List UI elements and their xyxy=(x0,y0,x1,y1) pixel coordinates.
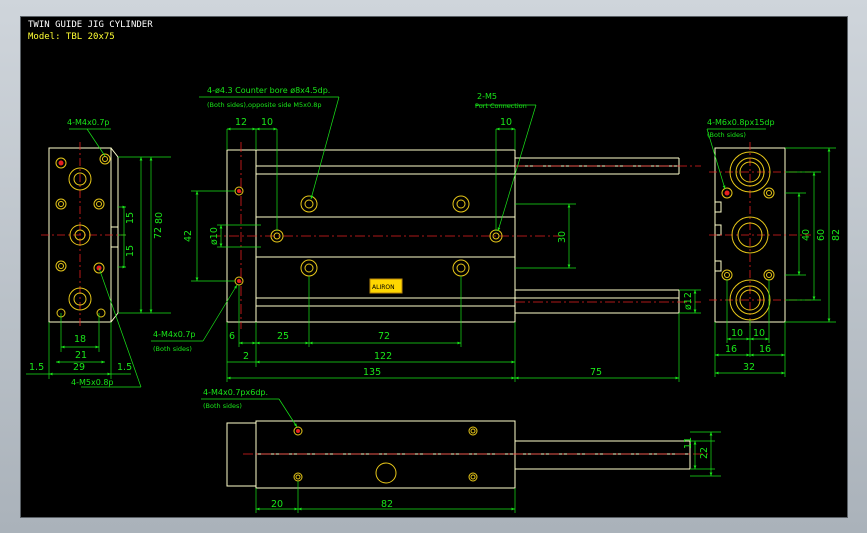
left-dim-1-5-right: 1.5 xyxy=(117,362,132,373)
right-dim-10a: 10 xyxy=(731,328,743,339)
front-view-dimensions xyxy=(151,96,701,382)
callout-thread: 4-M4x0.7p xyxy=(153,330,196,339)
bottom-dim-11: 11 xyxy=(683,437,694,449)
bottom-view-callout-note: (Both sides) xyxy=(203,402,242,410)
callout-port: 2-M5 xyxy=(477,92,497,101)
left-dim-80: 80 xyxy=(154,212,165,224)
front-dim-75: 75 xyxy=(590,367,602,378)
drawing-title: TWIN GUIDE JIG CYLINDER xyxy=(28,20,153,30)
right-dim-16b: 16 xyxy=(759,344,771,355)
front-dim-42: 42 xyxy=(183,230,194,242)
front-dim-12: 12 xyxy=(235,117,247,128)
front-dim-10b: 10 xyxy=(500,117,512,128)
bottom-dim-22: 22 xyxy=(699,447,710,459)
right-dim-16a: 16 xyxy=(725,344,737,355)
bottom-view-endplate xyxy=(226,422,257,487)
left-view-holes xyxy=(55,153,111,318)
front-dim-135: 135 xyxy=(363,367,381,378)
callout-counterbore-note: (Both sides),opposite side M5x0.8p xyxy=(207,101,321,109)
front-dim-phi12: ø12 xyxy=(683,292,694,310)
front-dim-72: 72 xyxy=(378,331,390,342)
front-view-centerlines xyxy=(211,142,701,329)
bottom-view-holes xyxy=(293,426,478,484)
left-dim-15a: 15 xyxy=(125,212,136,224)
right-dim-32: 32 xyxy=(743,362,755,373)
right-dim-10b: 10 xyxy=(753,328,765,339)
callout-port-note: Port Connection xyxy=(475,102,527,110)
front-dim-30: 30 xyxy=(557,231,568,243)
model-label: Model: TBL 20x75 xyxy=(28,32,115,42)
front-dim-phi10: ø10 xyxy=(209,227,220,245)
right-dim-60: 60 xyxy=(816,229,827,241)
right-dim-82: 82 xyxy=(831,229,842,241)
front-dim-10a: 10 xyxy=(261,117,273,128)
left-dim-15b: 15 xyxy=(125,245,136,257)
left-dim-72: 72 xyxy=(153,227,164,239)
front-dim-2: 2 xyxy=(243,351,249,362)
left-dim-1-5-left: 1.5 xyxy=(29,362,44,373)
right-dim-40: 40 xyxy=(801,229,812,241)
bottom-dim-20: 20 xyxy=(271,499,283,510)
front-dim-25: 25 xyxy=(277,331,289,342)
right-view-callout: 4-M6x0.8px15dp xyxy=(707,118,775,127)
right-view-holes xyxy=(721,151,775,321)
bottom-view-callout: 4-M4x0.7px6dp. xyxy=(203,388,268,397)
callout-counterbore: 4-ø4.3 Counter bore ø8x4.5dp. xyxy=(207,86,330,95)
front-dim-6: 6 xyxy=(229,331,235,342)
left-view-callout-top: 4-M4x0.7p xyxy=(67,118,110,127)
technical-drawing: TWIN GUIDE JIG CYLINDER Model: TBL 20x75 xyxy=(26,20,842,513)
bottom-dim-82: 82 xyxy=(381,499,393,510)
right-view-callout-note: (Both sides) xyxy=(707,131,746,139)
left-dim-18: 18 xyxy=(74,334,86,345)
callout-thread-note: (Both sides) xyxy=(153,345,192,353)
left-view-callout-bottom: 4-M5x0.8p xyxy=(71,378,114,387)
left-view-centerlines xyxy=(41,142,126,329)
front-view-label-plate xyxy=(369,278,403,294)
left-dim-29: 29 xyxy=(73,362,85,373)
front-dim-122: 122 xyxy=(374,351,392,362)
bottom-view-dimensions xyxy=(201,398,721,513)
left-view-dimensions xyxy=(26,128,171,388)
right-view-dimensions xyxy=(706,128,836,377)
drawing-canvas[interactable]: TWIN GUIDE JIG CYLINDER Model: TBL 20x75 xyxy=(20,16,848,518)
left-dim-21: 21 xyxy=(75,350,87,361)
label-plate-text: ALIRON xyxy=(372,284,395,291)
